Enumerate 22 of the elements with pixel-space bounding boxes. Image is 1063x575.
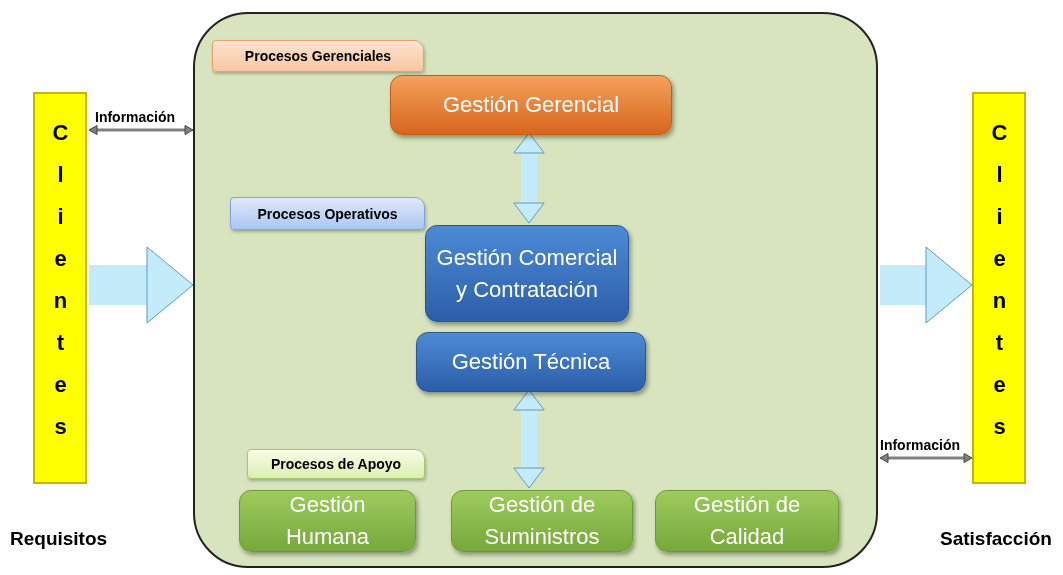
section-tab: Procesos de Apoyo (247, 449, 425, 479)
section-tab: Procesos Gerenciales (212, 40, 424, 72)
section-tab: Procesos Operativos (230, 197, 425, 230)
arrow (513, 132, 545, 224)
caption-text: Requisitos (10, 528, 108, 550)
edge-label: Información (880, 437, 961, 453)
arrow (88, 125, 194, 135)
process-box: Gestión Gerencial (390, 75, 672, 135)
caption-text: Satisfacción (940, 528, 1052, 550)
process-box: Gestión de Suministros (451, 490, 633, 552)
process-box: Gestión Humana (239, 490, 416, 552)
arrow (89, 246, 194, 324)
arrow (879, 453, 973, 463)
client-bar: Clientes (33, 92, 87, 484)
process-box: Gestión de Calidad (655, 490, 839, 552)
process-box: Gestión Técnica (416, 332, 646, 392)
process-box: Gestión Comercial y Contratación (425, 225, 629, 322)
process-area-panel (193, 12, 878, 568)
edge-label: Información (95, 109, 176, 125)
arrow (880, 246, 973, 324)
arrow (513, 389, 545, 489)
client-bar: Clientes (972, 92, 1026, 484)
